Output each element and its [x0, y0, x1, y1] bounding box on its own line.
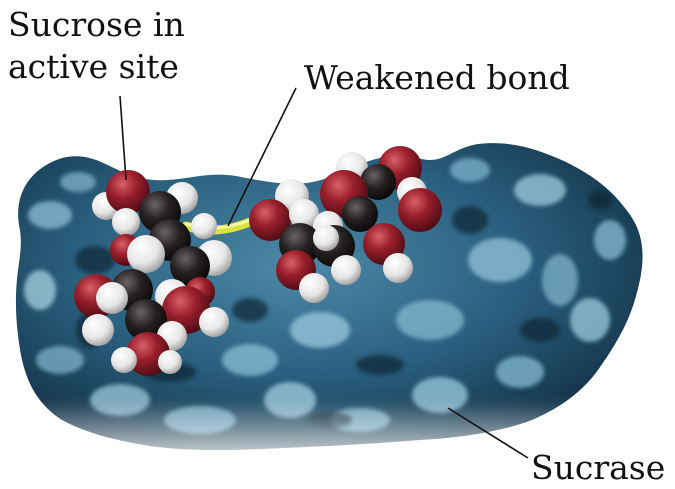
sucrose-left-ring [74, 170, 232, 376]
sucrose-leader-line [119, 95, 127, 181]
sucrose-label-line2: active site [8, 47, 179, 86]
weakened-bond-leader-line [227, 87, 297, 227]
sucrose-right-ring [249, 146, 442, 303]
sucrase-leader-line [447, 407, 529, 459]
weakened-bond-label: Weakened bond [304, 58, 570, 97]
sucrase-label: Sucrase [531, 448, 666, 487]
leader-lines [119, 87, 529, 459]
sucrose-label-line1: Sucrose in [8, 5, 185, 44]
